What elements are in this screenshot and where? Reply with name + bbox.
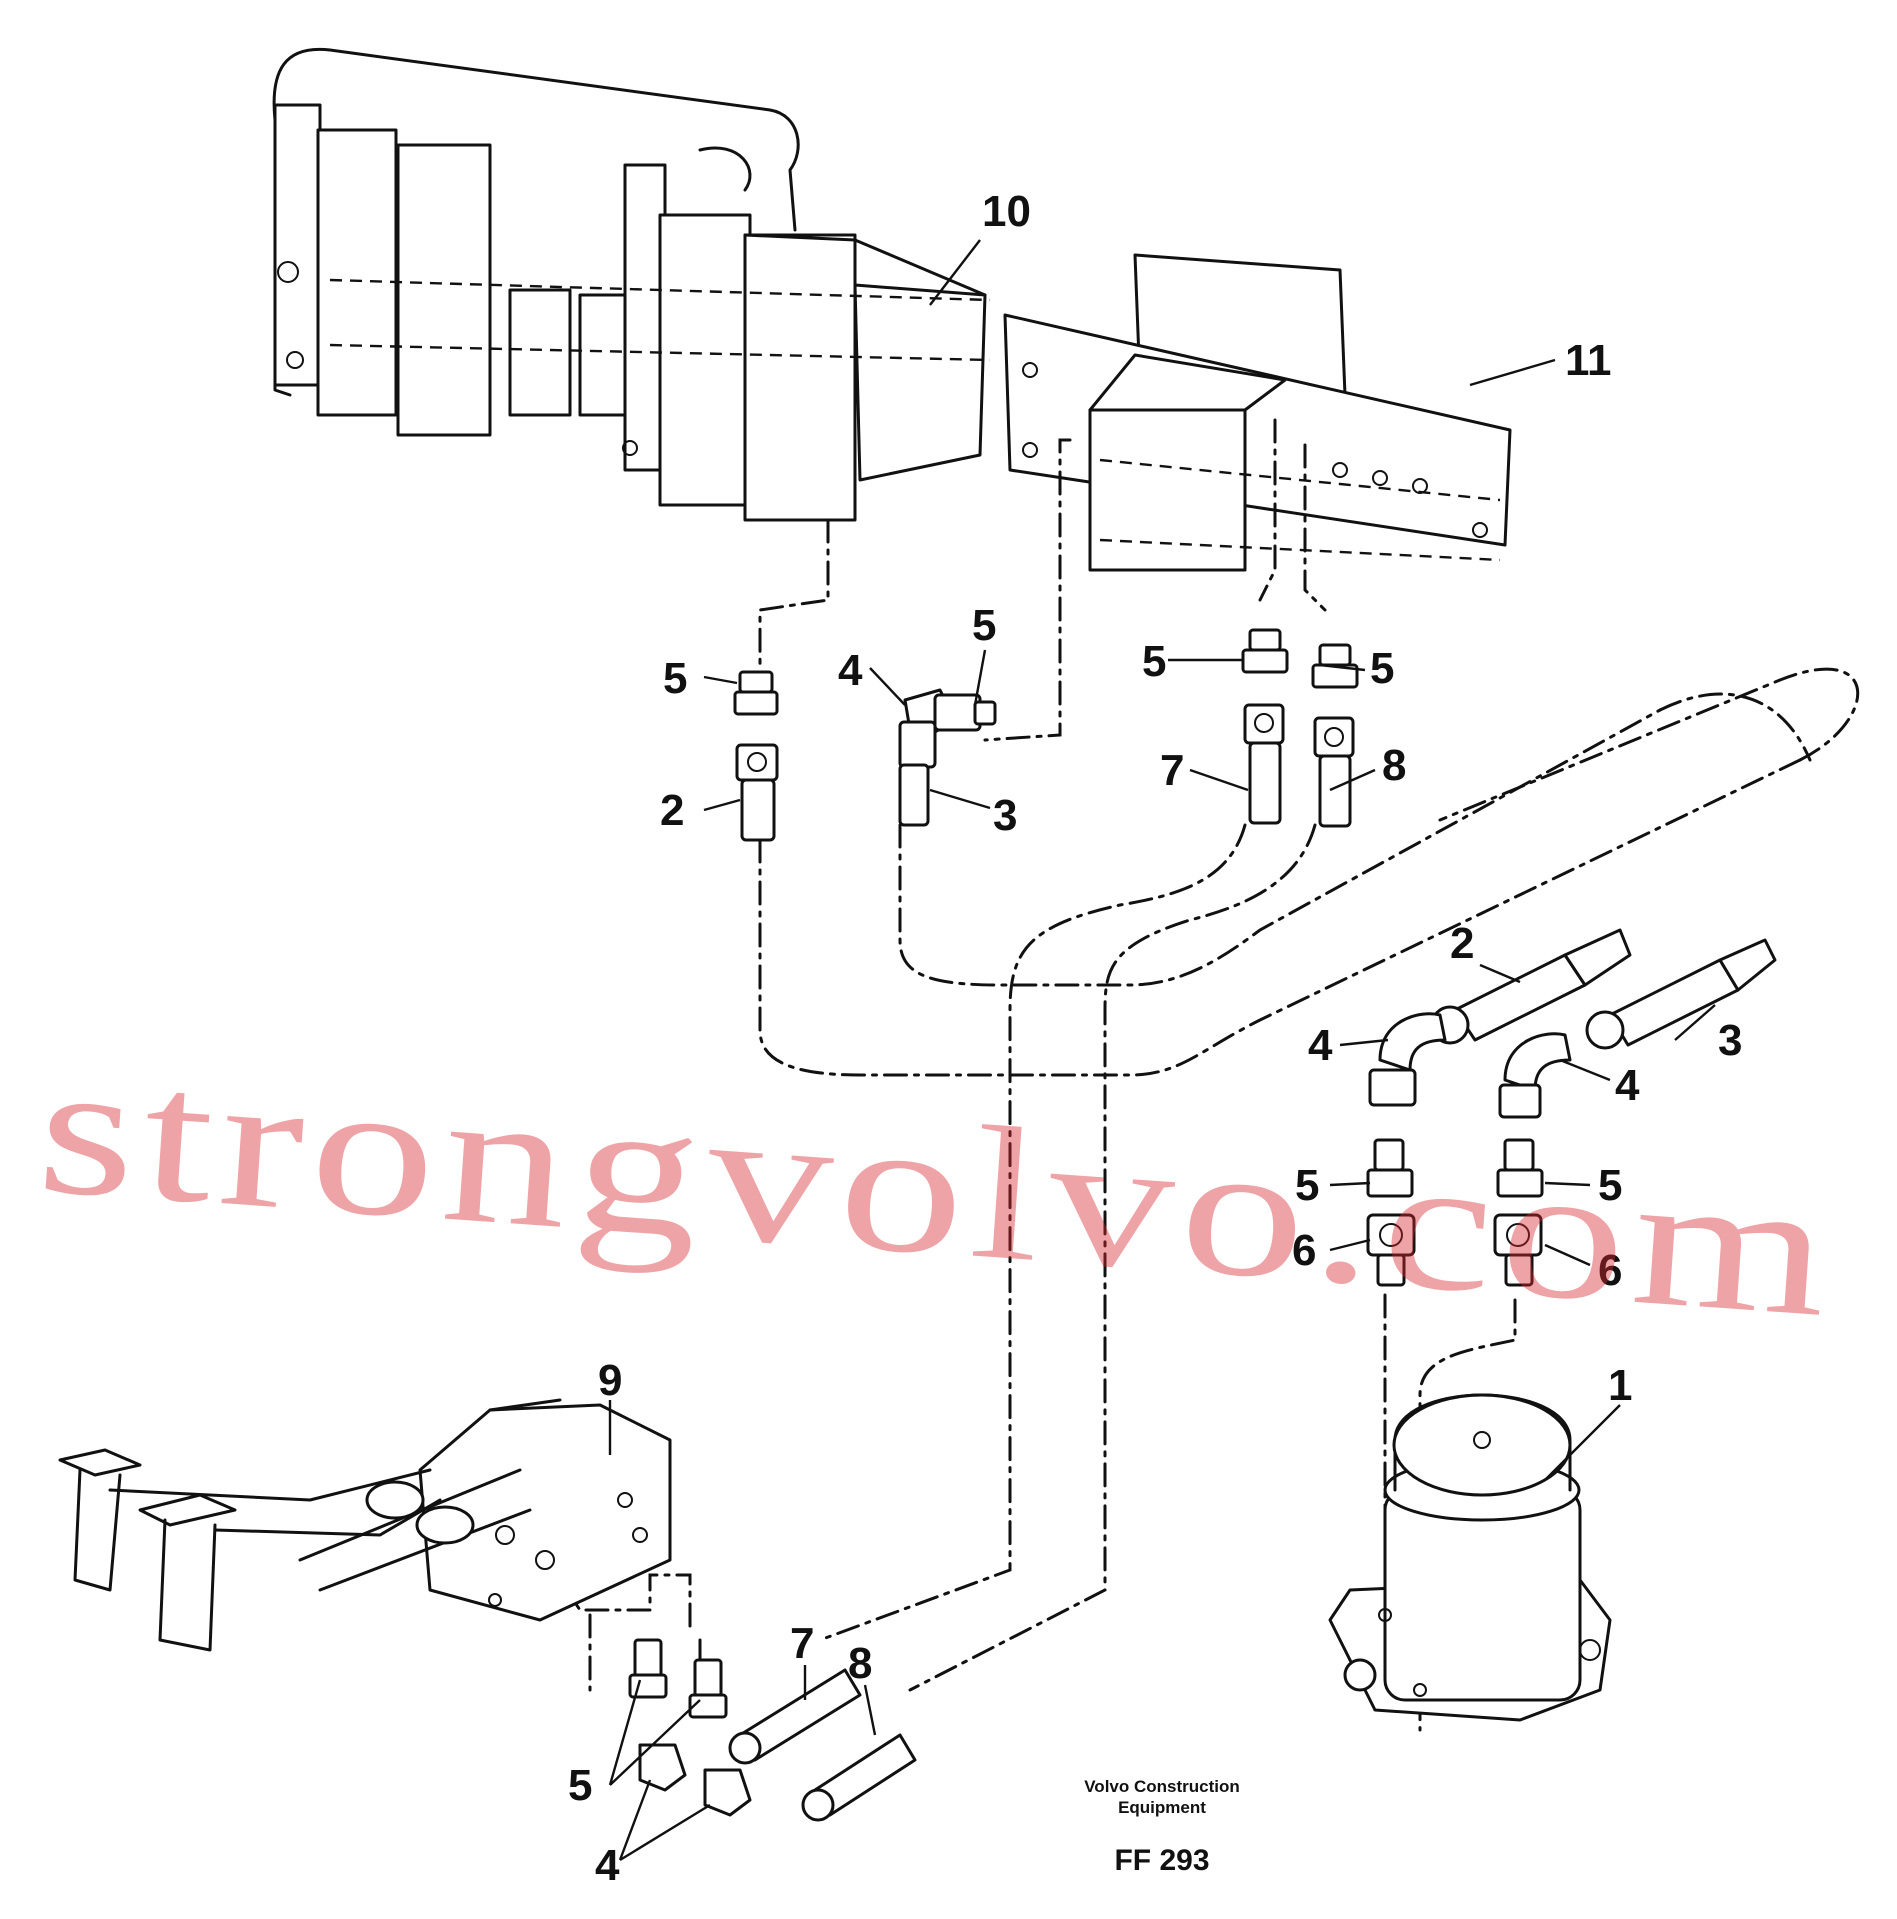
figure-code: FF 293 [1114,1844,1209,1877]
callout-4: 4 [595,1841,620,1890]
callout-5: 5 [972,601,996,650]
company-line-2: Equipment [1118,1798,1206,1817]
callout-8: 8 [1382,741,1406,790]
company-line-1: Volvo Construction [1084,1777,1240,1796]
callout-5: 5 [663,654,687,703]
callout-5: 5 [1295,1161,1319,1210]
callout-4: 4 [1308,1021,1333,1070]
callout-3: 3 [993,791,1017,840]
callout-5: 5 [1142,637,1166,686]
callout-5: 5 [568,1761,592,1810]
leader-lines [608,239,1716,1862]
callout-8: 8 [848,1639,872,1688]
callout-4: 4 [1615,1061,1640,1110]
figure-footer: Volvo Construction Equipment FF 293 [1084,1777,1240,1877]
motor-1 [1328,1393,1612,1722]
callout-1: 1 [1608,1361,1632,1410]
hose-lines [558,418,1860,1732]
valve-block-10 [272,47,991,522]
pedal-valve-9 [58,1398,672,1652]
callout-4: 4 [838,646,863,695]
fitting-group-right [1366,928,1777,1287]
watermark: strongvolvo.com [32,1022,1842,1357]
callout-11: 11 [1565,336,1612,385]
callout-labels: 10 11 5 4 5 5 5 2 3 7 8 2 3 4 4 5 5 6 6 … [568,187,1742,1890]
callout-2: 2 [1450,919,1474,968]
fitting-group-upper [733,628,1359,842]
callout-3: 3 [1718,1016,1742,1065]
callout-7: 7 [790,1619,814,1668]
callout-2: 2 [660,786,684,835]
callout-10: 10 [982,187,1031,236]
callout-7: 7 [1160,746,1184,795]
callout-9: 9 [598,1356,622,1405]
callout-6: 6 [1292,1226,1316,1275]
callout-5: 5 [1370,644,1394,693]
callout-5: 5 [1598,1161,1622,1210]
callout-6: 6 [1598,1246,1622,1295]
valve-block-11 [1003,253,1512,572]
